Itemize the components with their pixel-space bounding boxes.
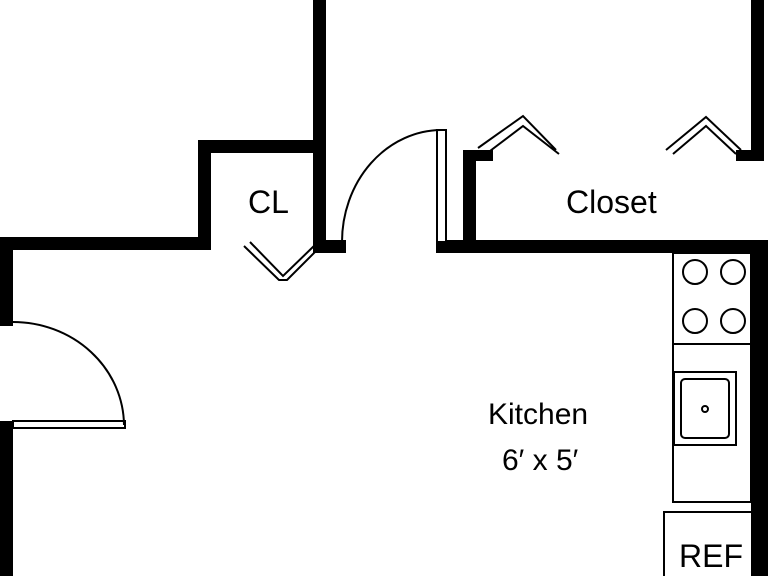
room-label-kitchen: Kitchen [488, 398, 589, 431]
wall-cl-left [198, 140, 211, 250]
burner-icon [720, 308, 746, 334]
wall-closet-left-stub [463, 150, 493, 161]
hall-door-leaf [436, 129, 447, 243]
stove-icon [682, 259, 746, 334]
counter-outline [672, 252, 752, 503]
wall-kitchen-top [436, 240, 756, 253]
drain-icon [701, 405, 709, 413]
burner-icon [682, 308, 708, 334]
refrigerator-outline [663, 511, 753, 576]
left-door-leaf [12, 420, 126, 429]
burner-icon [720, 259, 746, 285]
room-label-cl: CL [248, 184, 289, 220]
closet-bifold-right [665, 115, 742, 155]
kitchen-counter [672, 252, 752, 503]
refrigerator-label: REF [679, 538, 743, 574]
wall-cl-right-lower [313, 152, 326, 252]
room-dimensions-kitchen: 6′ x 5′ [502, 444, 579, 477]
wall-living-top [0, 237, 211, 250]
room-label-closet: Closet [566, 184, 657, 220]
wall-right-stub [736, 150, 764, 161]
sink-icon [673, 371, 737, 446]
wall-left-hall-vertical [313, 0, 326, 152]
refrigerator [663, 511, 753, 576]
wall-cl-top [198, 140, 326, 153]
wall-right-lower [751, 240, 768, 576]
wall-left-lower [0, 421, 13, 576]
wall-right-upper [751, 0, 764, 160]
doors [12, 114, 742, 429]
left-door-swing [12, 321, 125, 426]
sink-inner [680, 378, 730, 439]
closet-bifold-left [477, 114, 560, 155]
burner-icon [682, 259, 708, 285]
wall-closet-left [463, 150, 476, 253]
wall-left-upper [0, 237, 13, 326]
cl-bifold-door [243, 241, 321, 281]
sink-outer [673, 371, 737, 446]
hall-door-swing [341, 129, 442, 243]
wall-stub-near-door [313, 240, 346, 253]
